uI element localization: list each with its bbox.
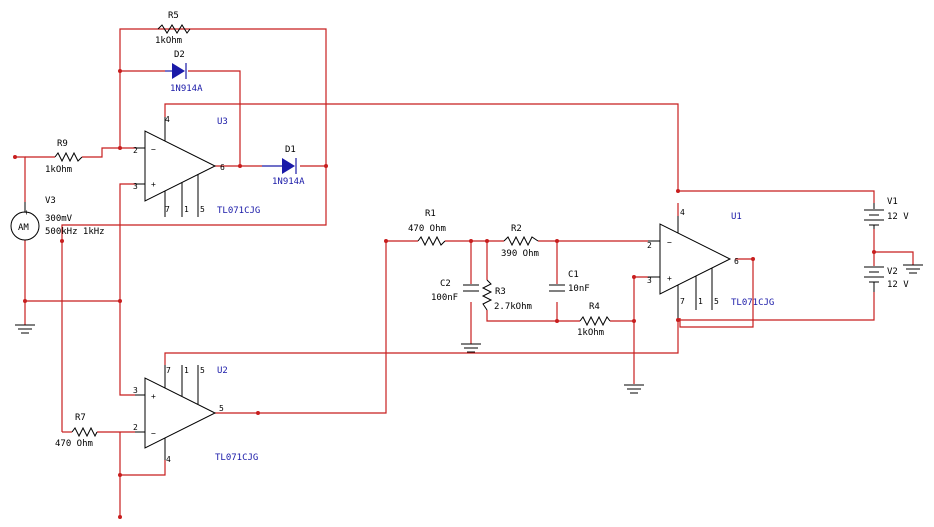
svg-text:1kOhm: 1kOhm <box>155 36 182 46</box>
capacitor-c1: C1 10nF <box>549 270 590 294</box>
svg-text:V1: V1 <box>887 197 898 207</box>
ground-supply <box>903 264 923 274</box>
svg-text:3: 3 <box>133 386 138 395</box>
svg-text:U2: U2 <box>217 366 228 376</box>
svg-text:2: 2 <box>133 146 138 155</box>
svg-text:1N914A: 1N914A <box>170 84 203 94</box>
svg-text:1: 1 <box>184 205 189 214</box>
svg-text:1kOhm: 1kOhm <box>577 328 604 338</box>
svg-text:6: 6 <box>220 163 225 172</box>
wires <box>15 28 914 517</box>
svg-text:470 Ohm: 470 Ohm <box>55 439 93 449</box>
opamp-u3: − + 2 3 4 6 7 1 5 U3 TL071CJG <box>133 115 260 217</box>
battery-v2: V2 12 V <box>864 266 909 292</box>
svg-text:V3: V3 <box>45 196 56 206</box>
opamp-u2: + − 3 2 4 5 7 1 5 U2 TL071CJG <box>133 365 258 464</box>
svg-text:4: 4 <box>166 455 171 464</box>
battery-v1: V1 12 V <box>864 197 909 229</box>
svg-text:500kHz 1kHz: 500kHz 1kHz <box>45 227 105 237</box>
svg-text:1N914A: 1N914A <box>272 177 305 187</box>
svg-text:D2: D2 <box>174 50 185 60</box>
svg-text:V2: V2 <box>887 267 898 277</box>
svg-text:−: − <box>151 145 156 154</box>
svg-text:5: 5 <box>200 366 205 375</box>
svg-text:TL071CJG: TL071CJG <box>217 206 260 216</box>
svg-text:R4: R4 <box>589 302 600 312</box>
svg-text:1: 1 <box>184 366 189 375</box>
svg-text:390 Ohm: 390 Ohm <box>501 249 539 259</box>
svg-text:4: 4 <box>165 115 170 124</box>
diode-d1: D1 1N914A <box>262 145 305 187</box>
svg-text:−: − <box>667 238 672 247</box>
svg-text:R3: R3 <box>495 287 506 297</box>
svg-text:R7: R7 <box>75 413 86 423</box>
svg-text:+: + <box>151 180 156 189</box>
resistor-r2: R2 390 Ohm <box>501 224 539 259</box>
svg-text:7: 7 <box>166 366 171 375</box>
svg-text:3: 3 <box>133 182 138 191</box>
resistor-r9: R9 1kOhm <box>45 139 83 175</box>
svg-text:5: 5 <box>219 404 224 413</box>
svg-text:R2: R2 <box>511 224 522 234</box>
svg-text:100nF: 100nF <box>431 293 458 303</box>
svg-text:+: + <box>151 392 156 401</box>
svg-text:470 Ohm: 470 Ohm <box>408 224 446 234</box>
am-source-v3: + AM V3 300mV 500kHz 1kHz <box>10 196 105 241</box>
resistor-r4: R4 1kOhm <box>577 302 611 338</box>
svg-text:R1: R1 <box>425 209 436 219</box>
svg-text:12 V: 12 V <box>887 280 909 290</box>
svg-text:TL071CJG: TL071CJG <box>731 298 774 308</box>
resistor-r7: R7 470 Ohm <box>55 413 98 449</box>
svg-text:2: 2 <box>647 241 652 250</box>
svg-text:C1: C1 <box>568 270 579 280</box>
svg-text:TL071CJG: TL071CJG <box>215 453 258 463</box>
opamp-u1: − + 2 3 4 6 7 1 5 U1 TL071CJG <box>647 208 774 318</box>
svg-text:+: + <box>667 274 672 283</box>
ground-v3 <box>15 324 35 334</box>
ground-u1 <box>624 384 644 394</box>
resistor-r5: R5 1kOhm <box>155 11 191 46</box>
svg-text:7: 7 <box>680 297 685 306</box>
svg-text:1: 1 <box>698 297 703 306</box>
svg-text:5: 5 <box>714 297 719 306</box>
svg-text:+: + <box>24 208 29 217</box>
svg-text:4: 4 <box>680 208 685 217</box>
svg-text:U3: U3 <box>217 117 228 127</box>
svg-text:R9: R9 <box>57 139 68 149</box>
svg-text:12 V: 12 V <box>887 212 909 222</box>
svg-text:C2: C2 <box>440 279 451 289</box>
svg-text:D1: D1 <box>285 145 296 155</box>
resistor-r3: R3 2.7kOhm <box>481 279 532 312</box>
svg-text:5: 5 <box>200 205 205 214</box>
svg-text:−: − <box>151 429 156 438</box>
svg-text:6: 6 <box>734 257 739 266</box>
svg-text:2: 2 <box>133 423 138 432</box>
svg-text:AM: AM <box>18 223 29 233</box>
svg-text:300mV: 300mV <box>45 214 73 224</box>
junction-dots <box>13 69 876 519</box>
svg-text:U1: U1 <box>731 212 742 222</box>
svg-text:3: 3 <box>647 276 652 285</box>
ground-c2 <box>461 343 481 353</box>
resistor-r1: R1 470 Ohm <box>408 209 446 247</box>
svg-text:2.7kOhm: 2.7kOhm <box>494 302 532 312</box>
svg-text:10nF: 10nF <box>568 284 590 294</box>
svg-text:1kOhm: 1kOhm <box>45 165 72 175</box>
svg-text:7: 7 <box>165 205 170 214</box>
diode-d2: D2 1N914A <box>165 50 203 94</box>
capacitor-c2: C2 100nF <box>431 279 479 303</box>
svg-text:R5: R5 <box>168 11 179 21</box>
